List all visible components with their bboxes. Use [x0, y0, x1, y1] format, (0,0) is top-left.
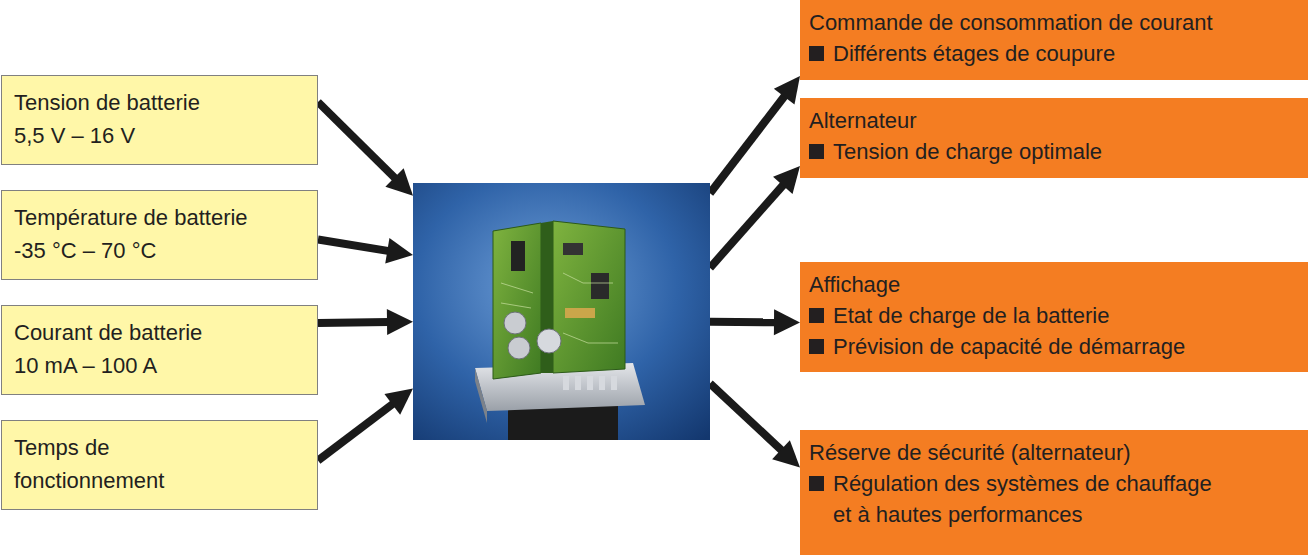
box-heading: Température de batterie — [14, 201, 305, 234]
box-heading: Alternateur — [809, 105, 1298, 136]
arrow-connector — [710, 309, 800, 335]
bullet-square — [809, 339, 824, 354]
box-value: -35 °C – 70 °C — [14, 234, 305, 267]
bullet-text: Etat de charge de la batterie — [833, 303, 1109, 328]
bullet-item: Prévision de capacité de démarrage — [809, 331, 1298, 362]
box-heading: Tension de batterie — [14, 86, 305, 119]
sensor-photo — [413, 183, 710, 440]
bullet-item: Différents étages de coupure — [809, 38, 1298, 69]
output-box: Réserve de sécurité (alternateur)Régulat… — [800, 430, 1308, 555]
output-box: AffichageEtat de charge de la batteriePr… — [800, 262, 1308, 372]
box-heading: Affichage — [809, 269, 1298, 300]
bullet-square — [809, 476, 824, 491]
output-box: AlternateurTension de charge optimale — [800, 98, 1308, 178]
input-box: Temps de fonctionnement — [1, 420, 318, 510]
bullet-text: Prévision de capacité de démarrage — [833, 334, 1185, 359]
sensor-module — [413, 183, 710, 440]
bullet-text: Régulation des systèmes de chauffage et … — [833, 471, 1212, 527]
input-box: Température de batterie-35 °C – 70 °C — [1, 190, 318, 280]
bullet-text: Différents étages de coupure — [833, 41, 1115, 66]
arrow-connector — [318, 238, 413, 264]
box-heading: Temps de fonctionnement — [14, 431, 214, 497]
bullet-square — [809, 144, 824, 159]
box-heading: Réserve de sécurité (alternateur) — [809, 437, 1298, 468]
box-value: 10 mA – 100 A — [14, 349, 305, 382]
bullet-square — [809, 308, 824, 323]
bullet-item: Tension de charge optimale — [809, 136, 1298, 167]
arrow-connector — [318, 389, 413, 461]
arrow-connector — [318, 102, 413, 196]
output-box: Commande de consommation de courantDiffé… — [800, 0, 1308, 80]
input-box: Courant de batterie10 mA – 100 A — [1, 305, 318, 395]
box-heading: Courant de batterie — [14, 316, 305, 349]
box-value: 5,5 V – 16 V — [14, 119, 305, 152]
bullet-text: Tension de charge optimale — [833, 139, 1102, 164]
arrow-connector — [318, 309, 413, 335]
box-heading: Commande de consommation de courant — [809, 7, 1298, 38]
arrow-connector — [710, 166, 800, 268]
arrow-connector — [710, 76, 800, 193]
arrow-connector — [710, 383, 800, 467]
input-box: Tension de batterie5,5 V – 16 V — [1, 75, 318, 165]
bullet-item: Régulation des systèmes de chauffage et … — [809, 468, 1233, 530]
bullet-item: Etat de charge de la batterie — [809, 300, 1298, 331]
bullet-square — [809, 46, 824, 61]
